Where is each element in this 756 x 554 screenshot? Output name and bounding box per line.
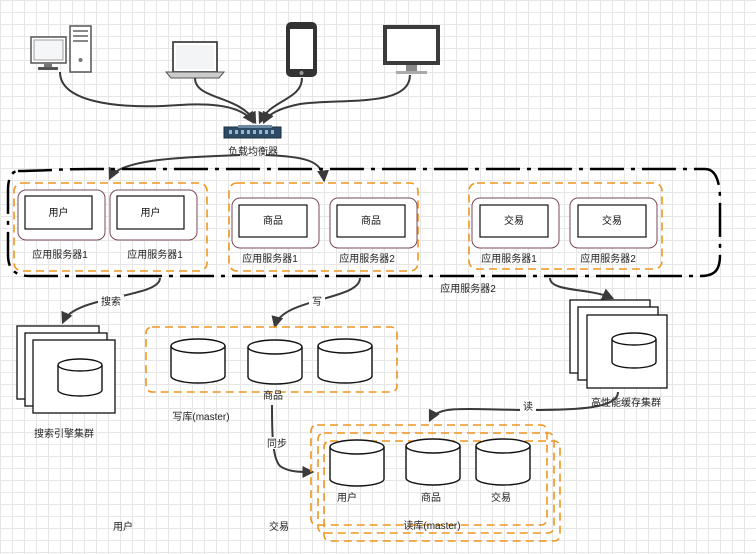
- user-server-group: [13, 182, 208, 272]
- app-server-trade-1: 交易: [471, 197, 560, 249]
- server-module-label: 商品: [361, 214, 381, 227]
- server-module-label: 用户: [141, 206, 161, 219]
- read-db-label: 读库(master): [403, 519, 460, 532]
- client-connectors: [59, 71, 411, 125]
- write-db-item-label: 商品: [263, 389, 283, 402]
- lb-to-user-server-arrow: [108, 154, 241, 181]
- bottom-label-user: 用户: [113, 520, 133, 533]
- sync-label-bg: [266, 437, 288, 449]
- write-label-bg: [309, 295, 325, 307]
- server-label: 应用服务器1: [481, 252, 537, 265]
- read-label: 读: [523, 400, 533, 413]
- read-db-item-label: 商品: [421, 491, 441, 504]
- read-db-user: [329, 439, 385, 487]
- write-db-3: [317, 338, 373, 384]
- search-cluster-label: 搜索引擎集群: [34, 427, 94, 440]
- sync-arrow: [271, 404, 315, 478]
- load-balancer-icon: [223, 125, 282, 139]
- write-db-group: [145, 326, 398, 393]
- cache-db-icon: [611, 332, 657, 369]
- read-label-bg: [520, 400, 536, 412]
- load-balancer-label: 负载均衡器: [228, 145, 278, 158]
- server-label: 应用服务器2: [580, 252, 636, 265]
- monitor-icon: [383, 25, 440, 74]
- app-server-trade-2: 交易: [569, 197, 658, 249]
- bottom-label-trade: 交易: [269, 520, 289, 533]
- desktop-pc-icon: [30, 25, 92, 73]
- app-server-user-1: 用户: [17, 189, 106, 241]
- search-label: 搜索: [101, 295, 121, 308]
- search-engine-cluster: [16, 325, 116, 414]
- app-server-goods-1: 商品: [231, 197, 320, 249]
- app-server-goods-2: 商品: [329, 197, 418, 249]
- server-label: 应用服务器1: [32, 248, 88, 261]
- cache-cluster: [569, 299, 668, 389]
- trade-server-group: [468, 182, 663, 270]
- laptop-icon: [164, 41, 226, 79]
- cache-cluster-label: 高性能缓存集群: [591, 396, 661, 409]
- write-db-1: [170, 338, 226, 384]
- app-cluster-boundary: [6, 167, 722, 278]
- server-module-label: 交易: [602, 214, 622, 227]
- server-module-label: 交易: [504, 214, 524, 227]
- lb-to-goods-server-arrow: [265, 154, 330, 183]
- app-server-user-2: 用户: [109, 189, 198, 241]
- read-db-item-label: 交易: [491, 491, 511, 504]
- read-db-goods: [405, 438, 461, 486]
- write-label: 写: [312, 296, 322, 308]
- server-module-label: 用户: [49, 206, 69, 219]
- search-db-icon: [57, 358, 103, 397]
- sync-label: 同步: [267, 438, 287, 450]
- write-db-2: [247, 339, 303, 385]
- goods-server-group: [228, 182, 419, 272]
- server-label: 应用服务器1: [242, 252, 298, 265]
- write-db-label: 写库(master): [172, 410, 229, 423]
- smartphone-icon: [286, 22, 317, 77]
- read-db-item-label: 用户: [337, 491, 357, 504]
- read-db-trade: [475, 438, 531, 486]
- server-module-label: 商品: [263, 214, 283, 227]
- cache-arrow: [549, 277, 615, 300]
- server-label: 应用服务器2: [339, 252, 395, 265]
- search-label-bg: [98, 295, 124, 307]
- app-cluster-label: 应用服务器2: [440, 282, 496, 295]
- server-label: 应用服务器1: [127, 248, 183, 261]
